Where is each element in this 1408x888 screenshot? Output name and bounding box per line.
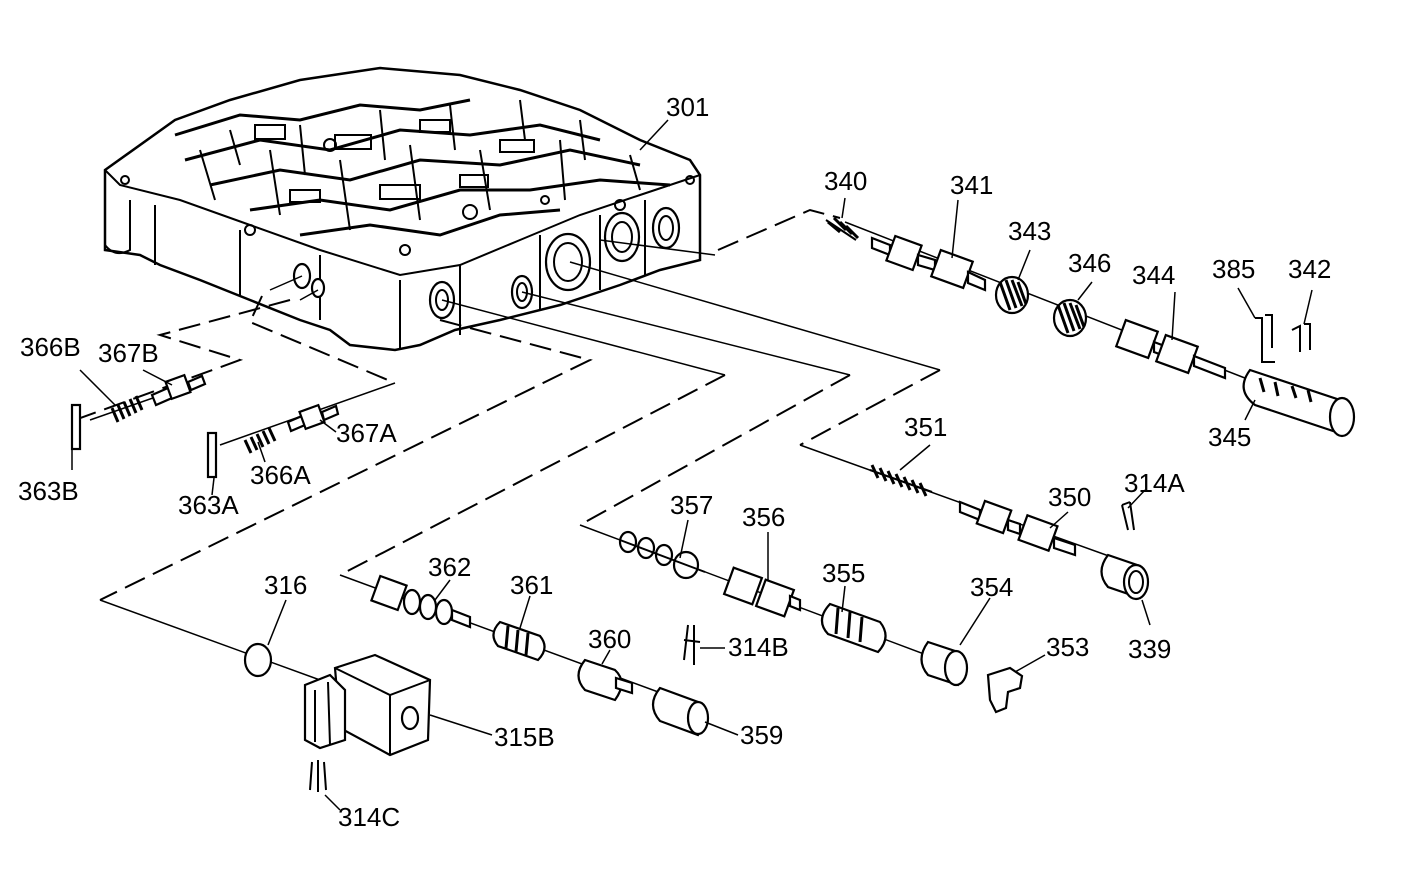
part-361-spring-sleeve bbox=[492, 620, 546, 662]
part-342-clip bbox=[1291, 323, 1311, 352]
label-350: 350 bbox=[1048, 482, 1091, 512]
part-363B-pin bbox=[70, 403, 82, 451]
label-362: 362 bbox=[428, 552, 471, 582]
label-367B: 367B bbox=[98, 338, 159, 368]
part-316-ring bbox=[243, 642, 273, 678]
label-314C: 314C bbox=[338, 802, 400, 832]
part-343-spring bbox=[994, 275, 1030, 315]
label-315B: 315B bbox=[494, 722, 555, 752]
label-356: 356 bbox=[742, 502, 785, 532]
label-360: 360 bbox=[588, 624, 631, 654]
label-346: 346 bbox=[1068, 248, 1111, 278]
part-351-spring bbox=[869, 464, 933, 497]
label-366B: 366B bbox=[20, 332, 81, 362]
label-344: 344 bbox=[1132, 260, 1175, 290]
part-353-retainer bbox=[986, 666, 1024, 714]
label-342: 342 bbox=[1288, 254, 1331, 284]
part-345-sleeve bbox=[1242, 368, 1356, 438]
part-350-valve bbox=[958, 499, 1077, 557]
label-353: 353 bbox=[1046, 632, 1089, 662]
part-314A-clip bbox=[1121, 501, 1135, 531]
valve-body-301 bbox=[103, 66, 702, 352]
label-339: 339 bbox=[1128, 634, 1171, 664]
part-366A-spring bbox=[243, 427, 277, 454]
part-362-valve bbox=[369, 574, 472, 629]
label-340: 340 bbox=[824, 166, 867, 196]
label-341: 341 bbox=[950, 170, 993, 200]
label-366A: 366A bbox=[250, 460, 311, 490]
label-357: 357 bbox=[670, 490, 713, 520]
label-314B: 314B bbox=[728, 632, 789, 662]
label-385: 385 bbox=[1212, 254, 1255, 284]
part-360-plug bbox=[577, 658, 634, 702]
label-316: 316 bbox=[264, 570, 307, 600]
part-356-valve bbox=[722, 566, 802, 618]
label-363A: 363A bbox=[178, 490, 239, 520]
label-355: 355 bbox=[822, 558, 865, 588]
part-labels: 301 340 341 343 346 344 385 342 345 366B… bbox=[18, 92, 1331, 832]
part-340-spring bbox=[825, 216, 860, 241]
part-315B-solenoid bbox=[303, 653, 493, 757]
part-344-valve bbox=[1114, 318, 1227, 380]
part-357-valve bbox=[618, 530, 706, 580]
label-301: 301 bbox=[666, 92, 709, 122]
part-339-plug bbox=[1100, 553, 1150, 601]
part-341-valve bbox=[870, 234, 987, 292]
part-354-plug bbox=[920, 640, 969, 687]
label-354: 354 bbox=[970, 572, 1013, 602]
label-345: 345 bbox=[1208, 422, 1251, 452]
label-363B: 363B bbox=[18, 476, 79, 506]
part-367B-plug bbox=[150, 373, 207, 407]
part-359-plug bbox=[651, 686, 710, 737]
part-385-clip bbox=[1255, 314, 1275, 363]
label-359: 359 bbox=[740, 720, 783, 750]
part-355-sleeve bbox=[820, 602, 887, 654]
label-314A: 314A bbox=[1124, 468, 1185, 498]
part-314C-clip bbox=[309, 760, 341, 811]
label-343: 343 bbox=[1008, 216, 1051, 246]
part-363A-pin bbox=[206, 431, 218, 479]
label-351: 351 bbox=[904, 412, 947, 442]
label-361: 361 bbox=[510, 570, 553, 600]
label-367A: 367A bbox=[336, 418, 397, 448]
part-367A-plug bbox=[286, 403, 340, 433]
part-346-spring bbox=[1052, 298, 1088, 338]
part-366B-spring bbox=[110, 395, 144, 423]
part-314B-clip bbox=[683, 624, 725, 665]
label-leaders bbox=[71, 197, 1313, 736]
